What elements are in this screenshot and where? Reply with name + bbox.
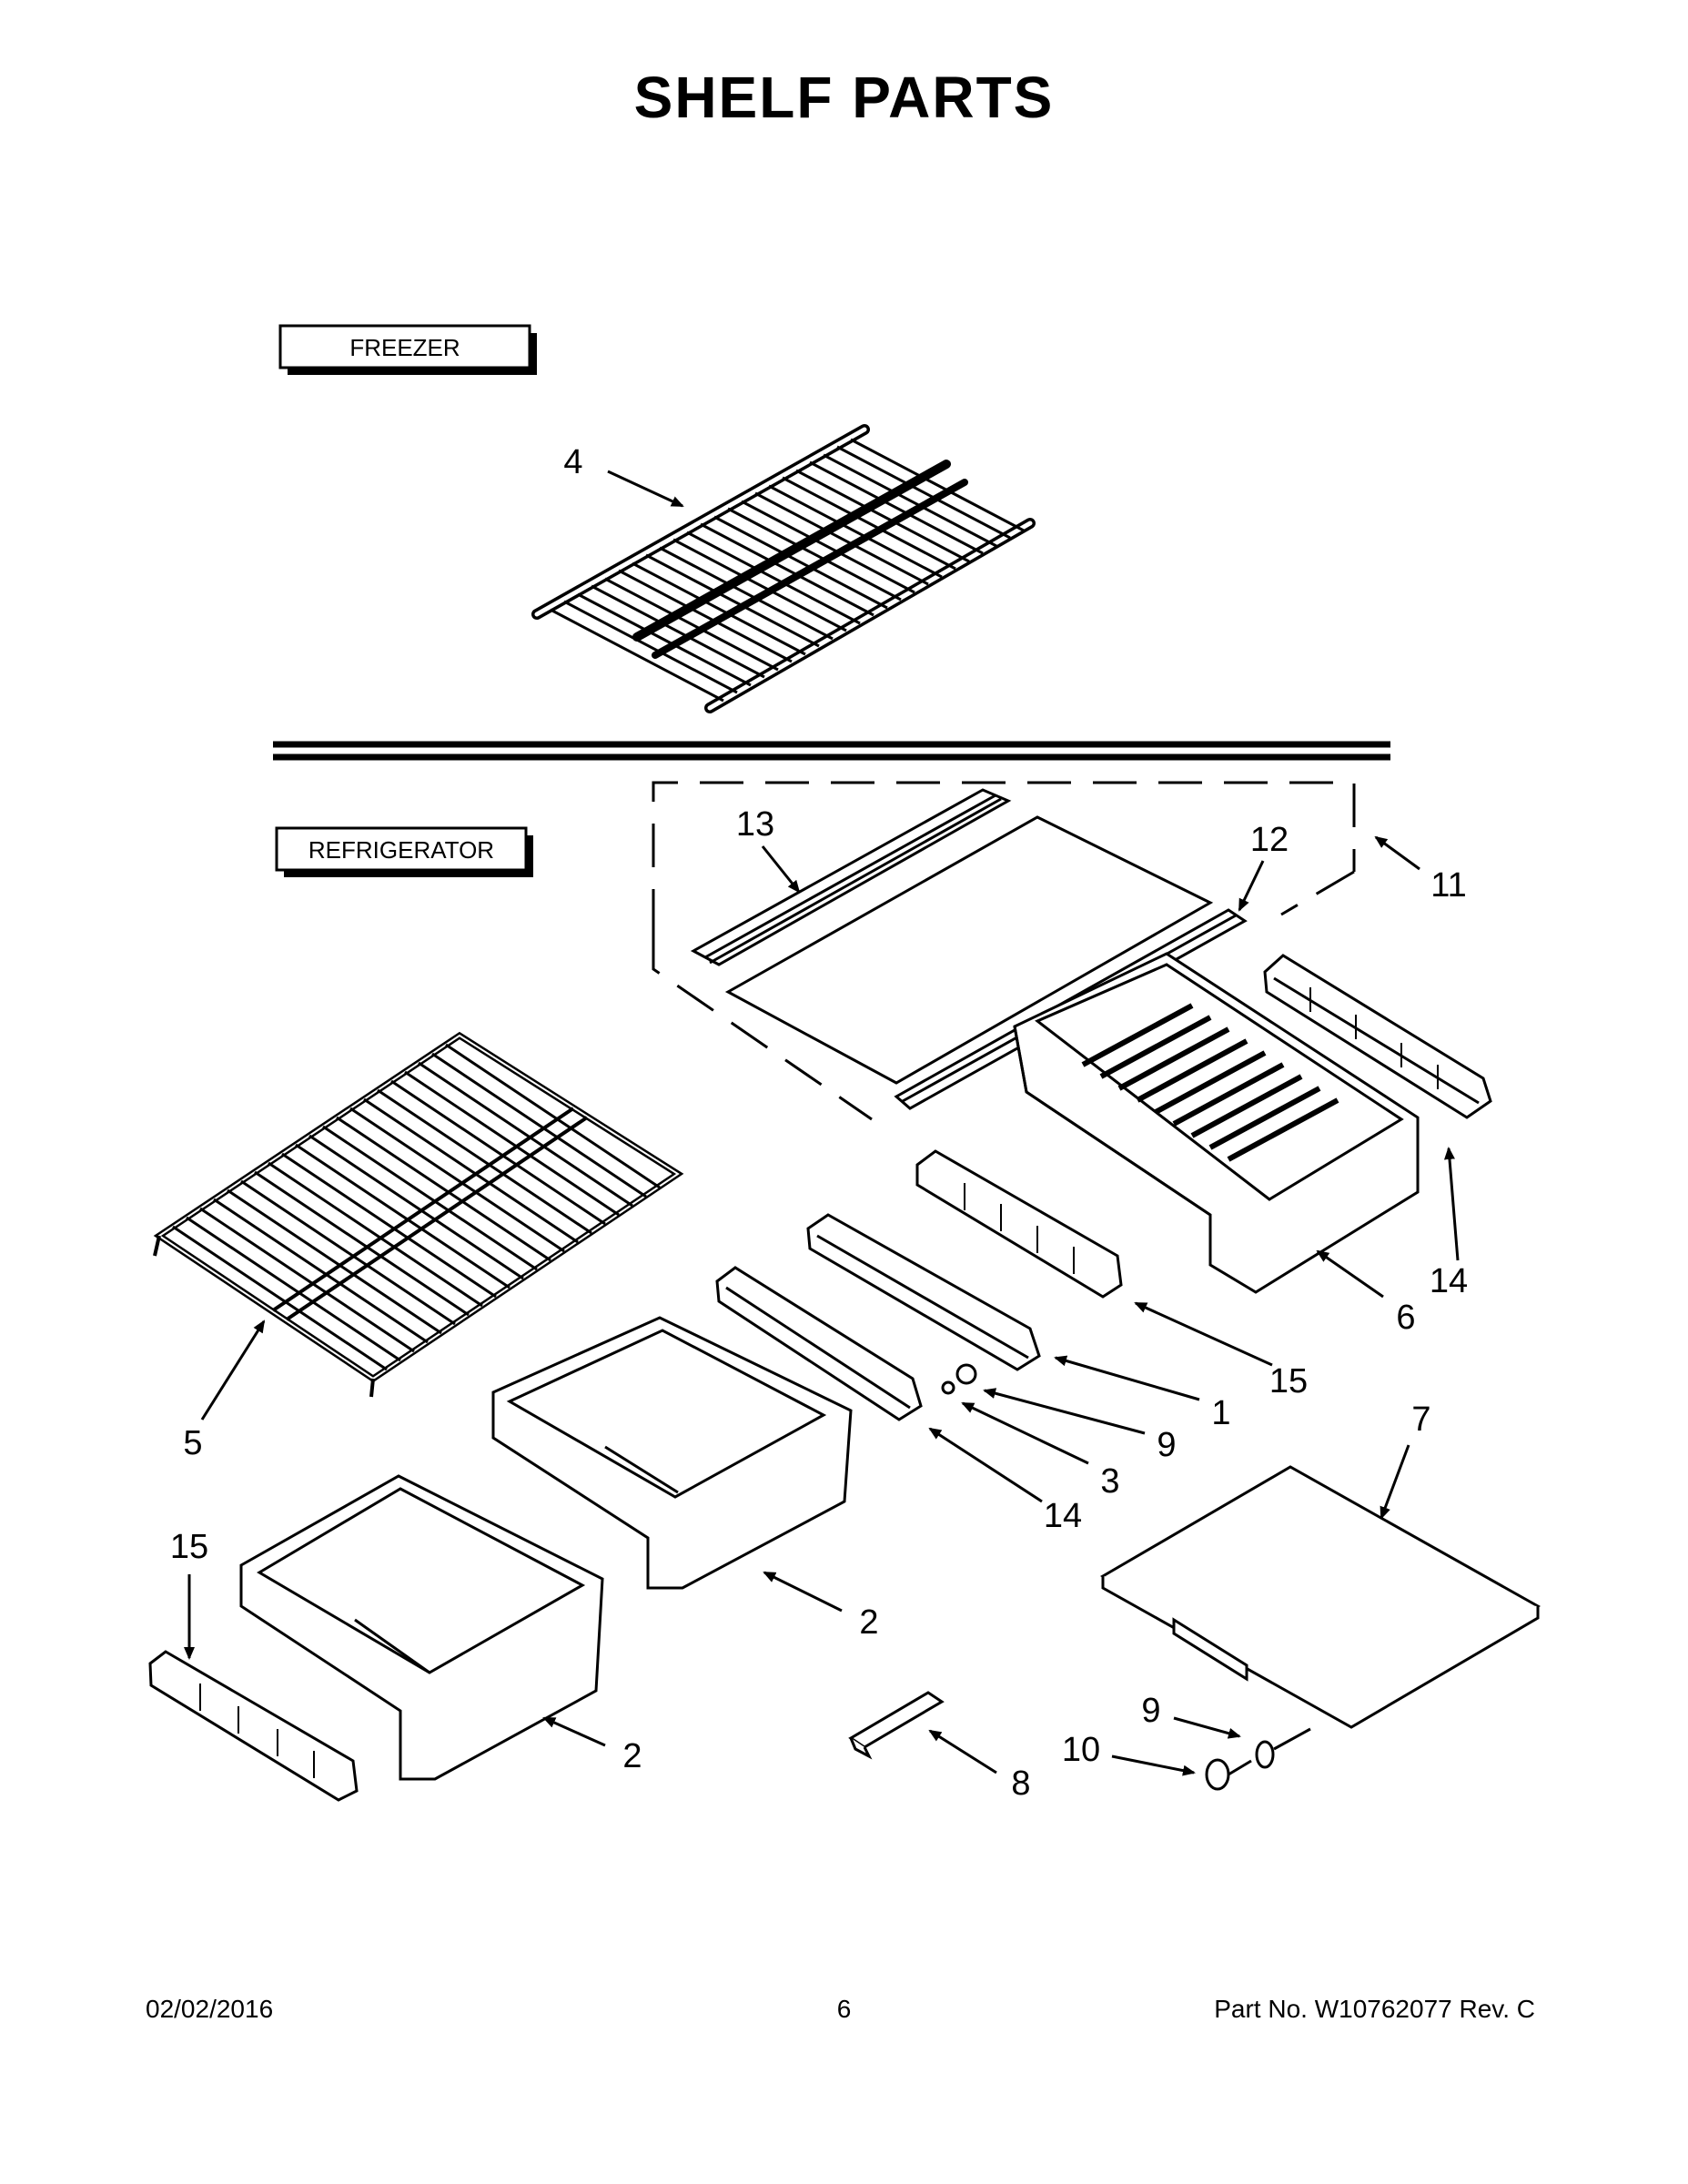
callout-10: 10	[1062, 1731, 1100, 1769]
freezer-wire-shelf	[531, 424, 1036, 713]
callout-7: 7	[1411, 1400, 1430, 1439]
callout-15-lower: 15	[170, 1528, 208, 1566]
callout-14-lower: 14	[1044, 1497, 1082, 1535]
leader-arrows	[184, 470, 1460, 1776]
callout-3: 3	[1100, 1462, 1119, 1501]
footer-date: 02/02/2016	[146, 1995, 274, 2023]
drawer-guide-lower	[148, 1650, 359, 1802]
drawer-slide-rail-right	[1263, 954, 1492, 1119]
drawer-cover-panel	[1099, 1465, 1541, 1729]
footer-part-number: Part No. W10762077 Rev. C	[1214, 1995, 1535, 2023]
freezer-label-box: FREEZER	[278, 324, 537, 375]
callout-8: 8	[1011, 1764, 1030, 1803]
deli-drawer	[1013, 952, 1420, 1294]
refrigerator-label: REFRIGERATOR	[308, 836, 494, 864]
callout-5: 5	[183, 1424, 202, 1462]
callout-9-upper: 9	[1157, 1426, 1176, 1464]
knob-part	[1205, 1727, 1311, 1791]
drawer-guide-upper	[915, 1149, 1123, 1299]
crisper-drawer-lower	[239, 1474, 604, 1781]
glass-shelf-panel	[724, 815, 1214, 1085]
page-title: SHELF PARTS	[633, 65, 1055, 130]
callout-13: 13	[736, 805, 774, 844]
refrigerator-label-box: REFRIGERATOR	[275, 826, 533, 877]
crisper-drawer-upper	[491, 1316, 853, 1590]
footer-page-number: 6	[836, 1995, 852, 2023]
callout-4: 4	[563, 443, 582, 481]
shelf-assembly-dashed-box	[652, 781, 1356, 1121]
roller-part	[941, 1363, 977, 1395]
callout-2-upper: 2	[859, 1603, 878, 1642]
freezer-label: FREEZER	[349, 334, 460, 361]
callout-11: 11	[1430, 866, 1466, 905]
callout-2-lower: 2	[622, 1737, 642, 1775]
callout-14-right: 14	[1430, 1262, 1468, 1300]
drawer-slide-rail-left	[715, 1266, 923, 1421]
callout-1: 1	[1211, 1394, 1230, 1432]
clip-part	[848, 1691, 945, 1760]
callout-15-upper: 15	[1269, 1362, 1308, 1400]
rear-shelf-trim	[690, 788, 1012, 966]
slide-rail-middle	[806, 1213, 1041, 1371]
callout-9-lower: 9	[1141, 1692, 1160, 1730]
callout-6: 6	[1396, 1299, 1415, 1337]
refrigerator-wire-shelf	[153, 1031, 684, 1398]
callout-12: 12	[1250, 821, 1289, 859]
section-divider	[273, 741, 1390, 761]
